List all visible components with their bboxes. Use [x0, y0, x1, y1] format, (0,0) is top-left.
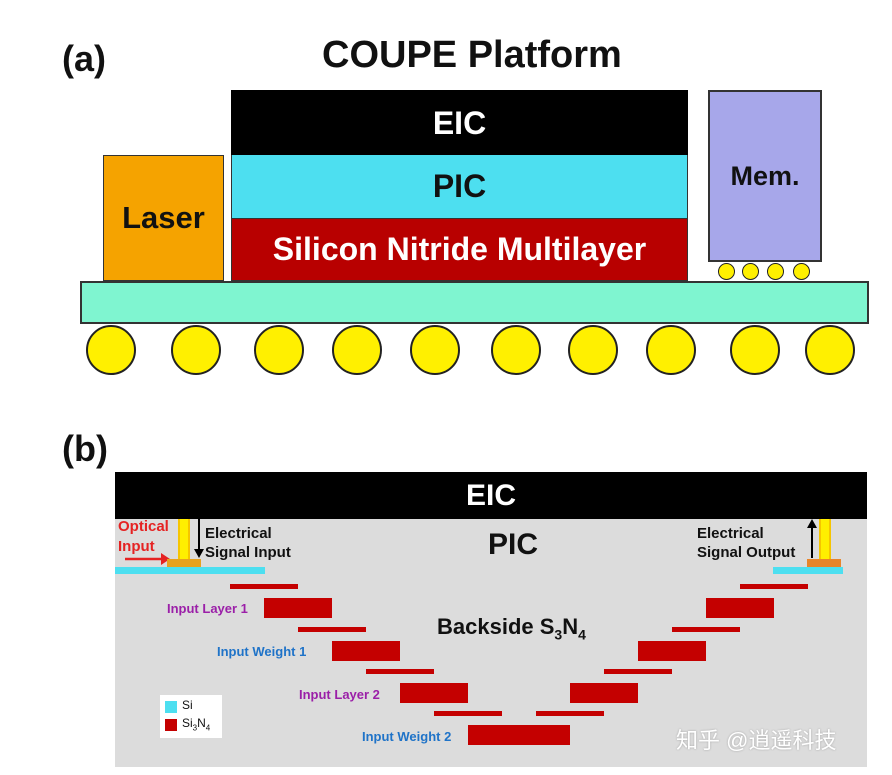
backside-mid: N [562, 614, 579, 639]
sin-waveguide-thin [740, 584, 808, 589]
eic-block: EIC [231, 90, 688, 156]
sin-waveguide-thick [468, 725, 570, 745]
sin-waveguide-thick [570, 683, 638, 703]
backside-sub2: 4 [578, 626, 586, 643]
sin-waveguide-thin [434, 711, 502, 716]
sin-waveguide-thick [332, 641, 400, 661]
legend-si-label: Si [182, 698, 193, 712]
panel-a-label: (a) [62, 38, 106, 79]
sin-waveguide-thin [366, 669, 434, 674]
pic-label: PIC [432, 168, 487, 204]
optical-arrow-icon [125, 553, 170, 565]
eic-bar-label: EIC [465, 478, 516, 512]
solder-ball [332, 325, 382, 375]
solder-ball [805, 325, 855, 375]
sin-waveguide-thick [706, 598, 774, 618]
micro-bump [767, 263, 784, 280]
via [819, 519, 831, 559]
pic-background [115, 472, 867, 767]
memory-block: Mem. [708, 90, 822, 262]
sin-waveguide-thin [672, 627, 740, 632]
laser-block: Laser [103, 155, 224, 281]
si-waveguide [115, 567, 265, 574]
electrical-output-label: Electrical [697, 525, 764, 542]
micro-bump [793, 263, 810, 280]
solder-ball [491, 325, 541, 375]
sin-waveguide-thin [230, 584, 298, 589]
input-label: Input [118, 538, 155, 555]
sin-waveguide-thin [536, 711, 604, 716]
substrate [80, 281, 869, 324]
legend-sin-mid: N [197, 716, 206, 730]
pic-region-label: PIC [488, 528, 539, 561]
backside-label: Backside S3N4 [437, 614, 586, 642]
legend-sin-sub1: 3 [192, 723, 198, 733]
micro-bump [742, 263, 759, 280]
signal-input-label: Signal Input [205, 544, 291, 561]
solder-ball [730, 325, 780, 375]
silicon-nitride-block: Silicon Nitride Multilayer [231, 218, 688, 281]
electrical-output-arrow-icon [807, 519, 817, 558]
signal-output-label: Signal Output [697, 544, 796, 561]
via [178, 519, 190, 559]
backside-text: Backside S [437, 614, 555, 639]
solder-ball [568, 325, 618, 375]
panel-a-title: COUPE Platform [322, 34, 622, 76]
electrical-input-arrow-icon [194, 519, 204, 558]
legend-sin-label: Si3N4 [182, 716, 210, 732]
panel-b-label: (b) [62, 428, 108, 469]
optical-label: Optical [118, 518, 169, 535]
legend-si-swatch [165, 701, 177, 713]
legend: Si Si3N4 [160, 695, 222, 738]
laser-label: Laser [122, 200, 205, 235]
sin-waveguide-thick [638, 641, 706, 661]
memory-label: Mem. [730, 160, 800, 191]
watermark: 知乎 @逍遥科技 [676, 728, 837, 753]
modulator [807, 559, 841, 567]
sin-waveguide-thin [604, 669, 672, 674]
sin-waveguide-thick [264, 598, 332, 618]
sin-waveguide-thick [400, 683, 468, 703]
solder-ball [646, 325, 696, 375]
input-layer-2-label: Input Layer 2 [299, 687, 380, 702]
solder-ball [254, 325, 304, 375]
solder-ball [171, 325, 221, 375]
backside-sub1: 3 [554, 626, 563, 643]
legend-sin-text: Si [182, 716, 193, 730]
input-layer-1-label: Input Layer 1 [167, 601, 248, 616]
legend-sin-sub2: 4 [205, 723, 211, 733]
pic-block: PIC [231, 155, 688, 218]
photodetector [167, 559, 201, 567]
si-waveguide [773, 567, 843, 574]
eic-bar: EIC [115, 472, 867, 519]
sin-waveguide-thin [298, 627, 366, 632]
legend-sin-swatch [165, 719, 177, 731]
solder-ball [86, 325, 136, 375]
solder-ball [410, 325, 460, 375]
eic-label: EIC [432, 104, 487, 141]
input-weight-1-label: Input Weight 1 [217, 644, 307, 659]
silicon-nitride-label: Silicon Nitride Multilayer [272, 231, 647, 267]
input-weight-2-label: Input Weight 2 [362, 729, 452, 744]
electrical-input-label: Electrical [205, 525, 272, 542]
micro-bump [718, 263, 735, 280]
